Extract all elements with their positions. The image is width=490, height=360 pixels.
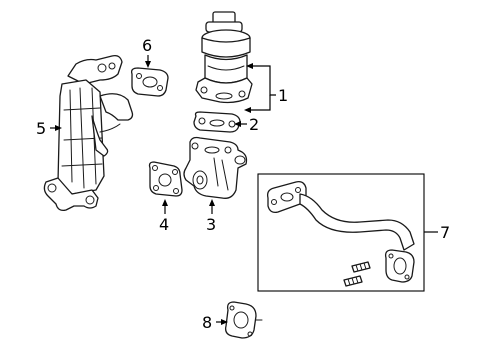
egr-valve bbox=[195, 11, 253, 104]
callout-2: 2 bbox=[249, 115, 259, 134]
callout-8: 8 bbox=[202, 313, 212, 332]
callout-5: 5 bbox=[36, 119, 46, 138]
flange-gasket bbox=[148, 161, 183, 197]
callout-3: 3 bbox=[206, 215, 216, 234]
callout-4: 4 bbox=[159, 215, 169, 234]
leader-lines bbox=[50, 55, 438, 325]
egr-adapter bbox=[183, 136, 248, 199]
callout-1: 1 bbox=[278, 86, 288, 105]
callout-7: 7 bbox=[440, 223, 450, 242]
pipe-gasket bbox=[224, 301, 263, 339]
callout-6: 6 bbox=[142, 36, 152, 55]
cooler-gasket bbox=[130, 67, 169, 97]
egr-valve-gasket bbox=[193, 111, 241, 133]
egr-pipe bbox=[266, 180, 415, 287]
egr-cooler bbox=[43, 54, 134, 212]
